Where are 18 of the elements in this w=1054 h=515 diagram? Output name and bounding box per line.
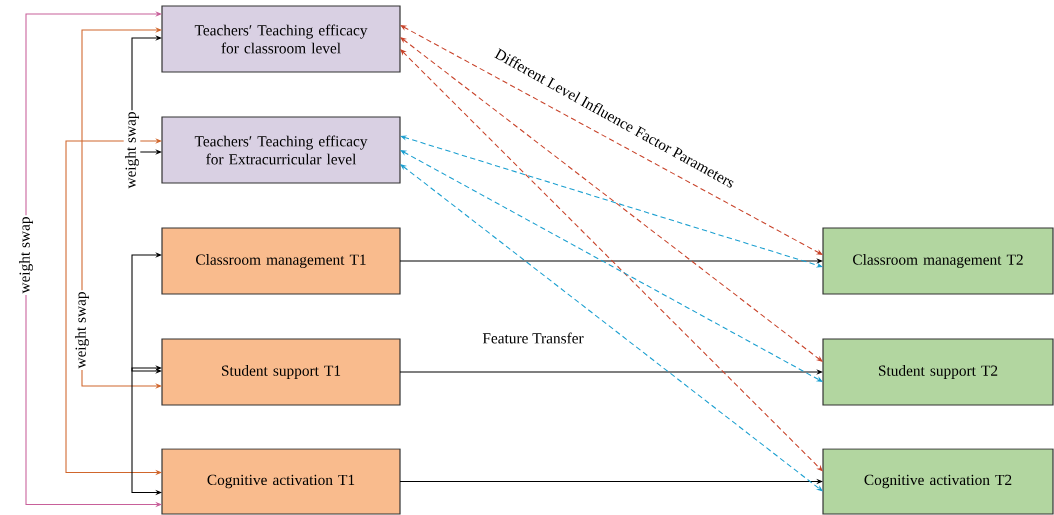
annotation-text: Feature Transfer bbox=[482, 332, 584, 344]
process-box: Teachers′ Teaching efficacy for classroom level bbox=[161, 5, 401, 73]
arrow bbox=[400, 150, 823, 382]
process-box: Cognitive activation T1 bbox=[161, 448, 401, 515]
arrow bbox=[400, 49, 823, 472]
process-box: Cognitive activation T2 bbox=[822, 448, 1054, 515]
arrow bbox=[400, 25, 823, 255]
edge-label: weight swap bbox=[123, 110, 141, 190]
process-box: Student support T1 bbox=[161, 338, 401, 406]
arrow bbox=[400, 135, 823, 268]
arrow bbox=[400, 164, 823, 492]
process-box: Student support T2 bbox=[822, 338, 1054, 406]
edge-label: weight swap bbox=[17, 215, 35, 295]
process-box: Classroom management T2 bbox=[822, 227, 1054, 295]
process-box: Classroom management T1 bbox=[161, 227, 401, 295]
arrow bbox=[400, 37, 823, 362]
process-box: Teachers′ Teaching efficacy for Extracurricular level bbox=[161, 116, 401, 184]
edge-label: weight swap bbox=[73, 290, 91, 370]
